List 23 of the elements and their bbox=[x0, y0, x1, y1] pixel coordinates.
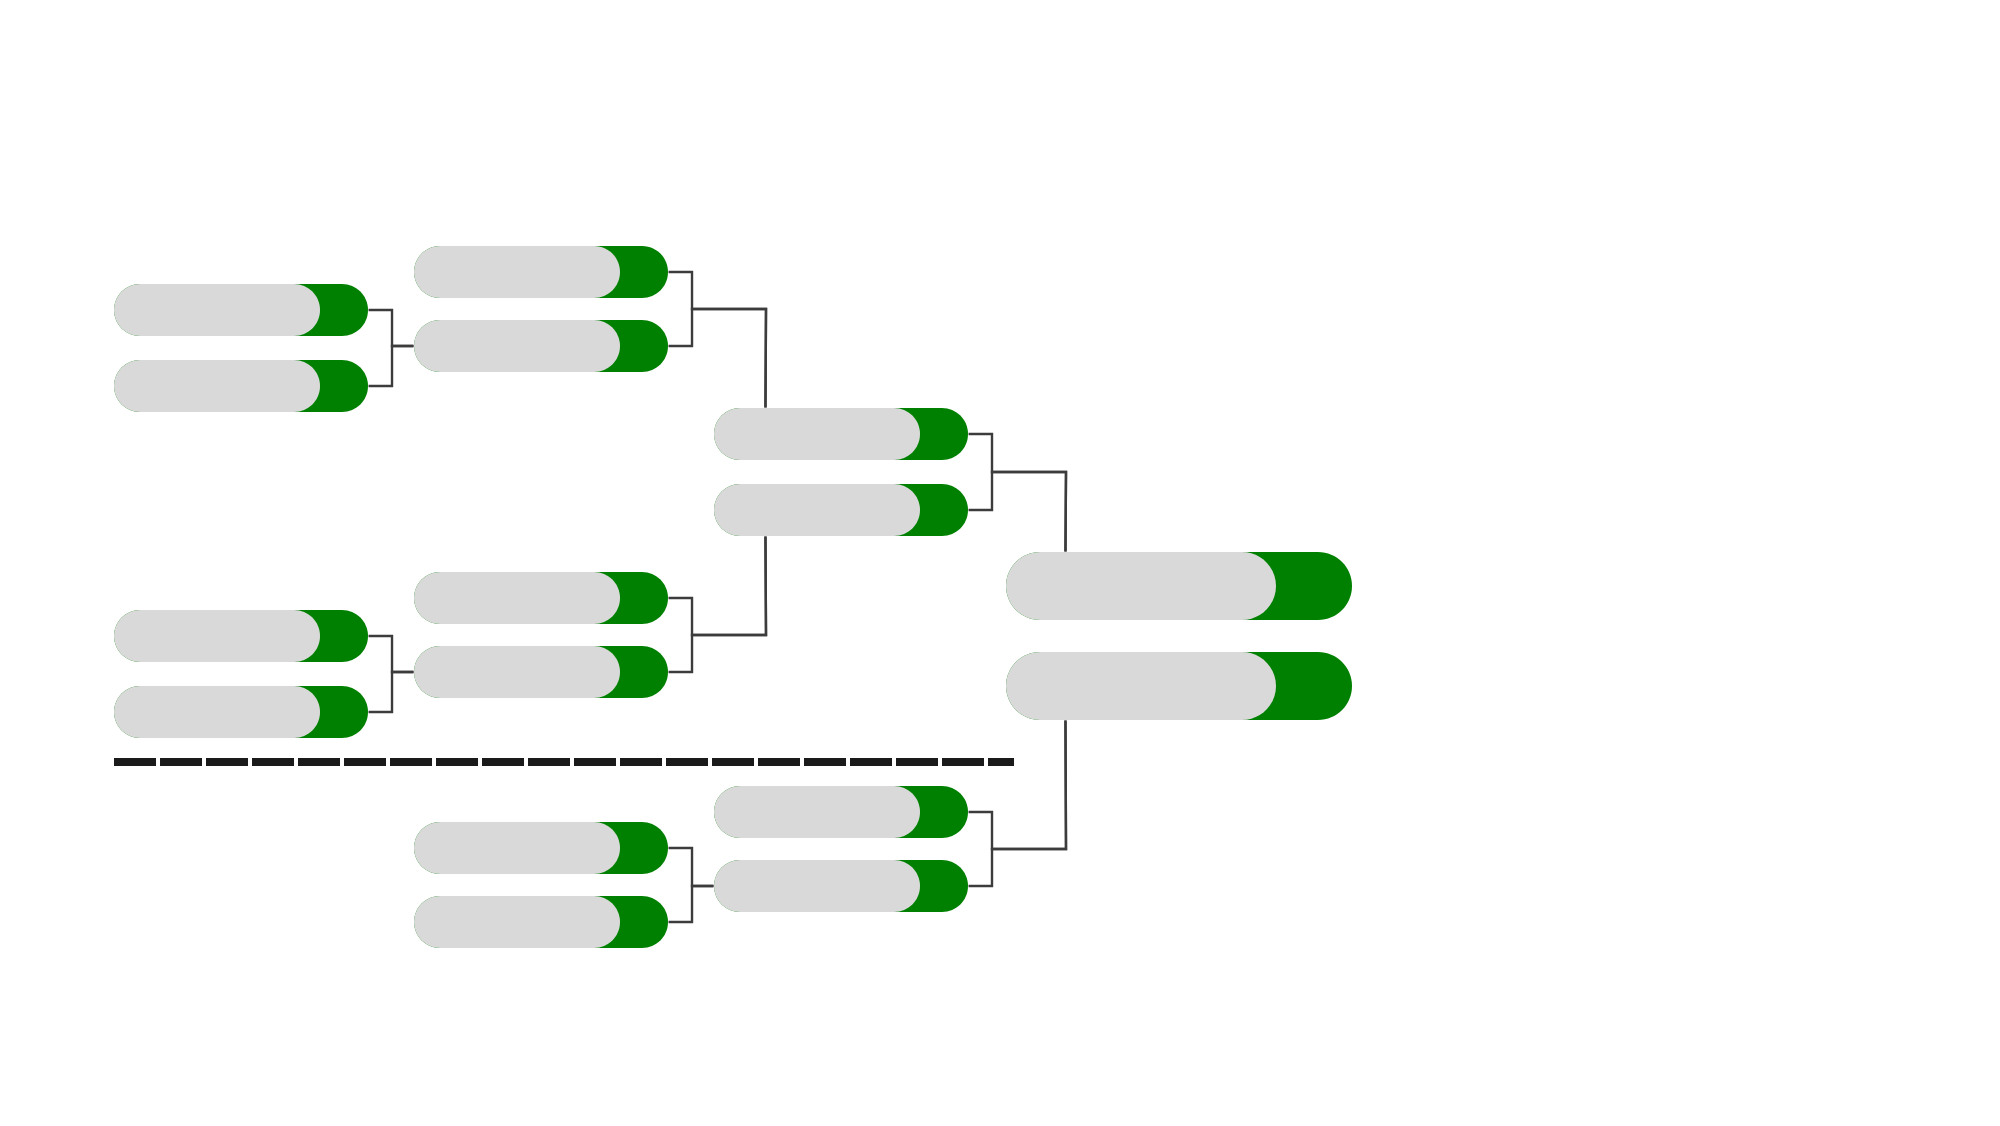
bracket-slot bbox=[114, 360, 368, 412]
bracket-slot bbox=[414, 822, 668, 874]
bracket-line bbox=[668, 536, 768, 674]
bracket-slot bbox=[1006, 552, 1352, 620]
bracket-slot bbox=[714, 860, 968, 912]
bracket-line bbox=[968, 470, 1068, 552]
bracket-slot bbox=[1006, 652, 1352, 720]
bracket-slot bbox=[114, 686, 368, 738]
bracket-slot bbox=[414, 246, 668, 298]
bracket-slot bbox=[414, 572, 668, 624]
bracket-line bbox=[968, 720, 1068, 888]
bracket-slot bbox=[714, 786, 968, 838]
bracket-line bbox=[668, 884, 714, 924]
bracket-slot bbox=[414, 896, 668, 948]
bracket-slot bbox=[114, 610, 368, 662]
bracket-slot bbox=[714, 484, 968, 536]
bracket-slot bbox=[414, 320, 668, 372]
bracket-line bbox=[368, 670, 414, 714]
bracket-line bbox=[668, 307, 768, 408]
bracket-slot bbox=[114, 284, 368, 336]
bracket-slot bbox=[714, 408, 968, 460]
bracket-slot bbox=[414, 646, 668, 698]
bracket-line bbox=[368, 344, 414, 388]
